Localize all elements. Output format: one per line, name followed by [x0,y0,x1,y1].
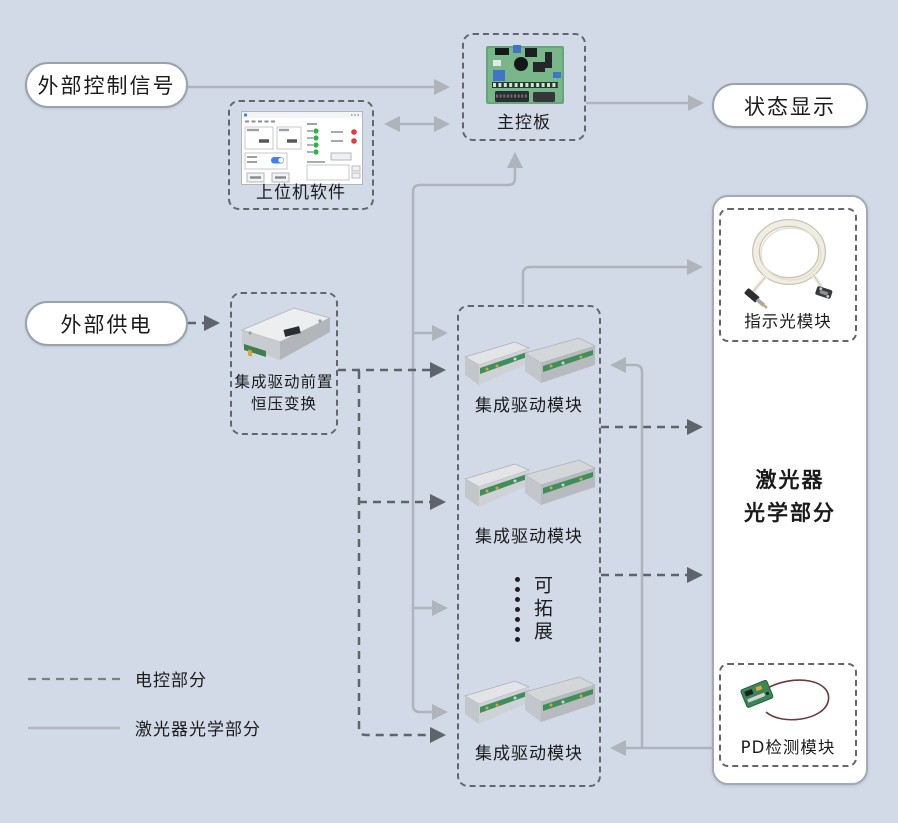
wire-bus-to-module3 [411,703,449,721]
external-power-label: 外部供电 [60,312,153,337]
fiber-coil-photo-icon [744,219,833,309]
main-control-board-label: 主控板 [497,113,551,133]
status-display-label: 状态显示 [744,94,836,119]
node-laser-optics-section: 指示光模块 激光器 光学部分 PD检测模块 [712,195,868,785]
legend-optical: 激光器光学部分 [28,715,261,740]
external-control-signal-label: 外部控制信号 [37,74,176,98]
node-status-display: 状态显示 [712,83,868,128]
laser-optics-title-line2: 光学部分 [744,501,836,525]
expandable-indicator: 可拓展 [515,575,556,644]
pd-module-photo-icon [740,679,830,721]
drive-module-1-label: 集成驱动模块 [475,396,583,416]
legend-solid-line-icon [28,726,120,729]
legend-dashed-line-icon [28,677,120,680]
legend-optical-label: 激光器光学部分 [135,720,261,740]
pd-detect-module-label: PD检测模块 [740,738,836,757]
expandable-label: 可拓展 [531,575,553,644]
node-external-control-signal: 外部控制信号 [25,62,188,108]
node-pd-detect-module: PD检测模块 [719,663,857,767]
wire-prestage-to-module3 [357,371,447,744]
node-pre-stage-converter: 集成驱动前置 恒压变换 [230,292,338,435]
node-host-software: 上位机软件 [228,100,374,210]
drive-module-3-photo-icon [463,676,597,724]
legend-electrical: 电控部分 [28,666,207,691]
node-main-control-board: 主控板 [462,33,586,141]
pre-stage-label-line1: 集成驱动前置 [234,373,334,391]
drive-module-1-photo-icon [463,337,597,385]
node-drive-modules-group: 集成驱动模块 集成驱动模块 可拓展 [457,305,601,787]
legend-electrical-label: 电控部分 [135,671,207,691]
wire-pd-to-module1 [609,356,644,748]
drive-module-3-label: 集成驱动模块 [475,744,583,764]
pre-stage-label-line2: 恒压变换 [250,395,317,413]
drive-module-2-photo-icon [463,459,597,507]
host-software-label: 上位机软件 [256,183,346,203]
host-software-screenshot-icon [241,111,363,185]
node-external-power: 外部供电 [25,301,188,346]
wire-module1-to-indicator [521,258,704,304]
laser-optics-title-line1: 激光器 [755,468,825,492]
expandable-dots-icon [515,577,520,642]
indicator-light-module-label: 指示光模块 [744,312,832,331]
drive-module-2-label: 集成驱动模块 [475,527,583,547]
pre-stage-converter-photo-icon [240,307,332,360]
mainboard-photo-icon [486,45,564,104]
node-indicator-light-module: 指示光模块 [719,208,857,342]
